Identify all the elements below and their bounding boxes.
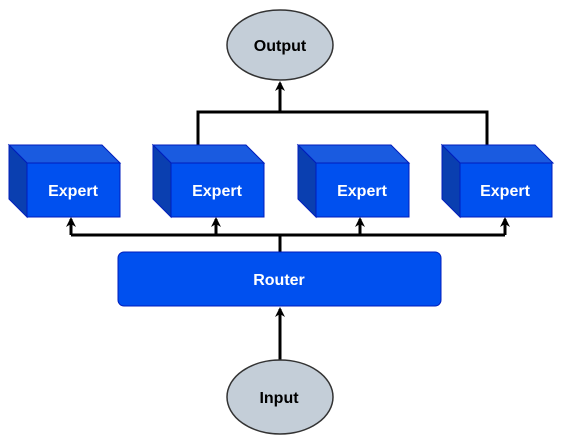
expert-3-top-face [296, 144, 411, 164]
expert-4-label: Expert [480, 183, 530, 200]
expert-box-1: Expert [7, 143, 122, 219]
input-node: Input [226, 359, 334, 435]
router-label: Router [253, 272, 305, 289]
expert-4-front-face [459, 162, 553, 218]
expert-box-2: Expert [151, 143, 266, 219]
input-label: Input [259, 390, 299, 407]
expert-1-top-face [7, 144, 122, 164]
connectors [66, 81, 510, 360]
output-label: Output [254, 38, 307, 55]
input-ellipse [226, 359, 334, 435]
expert-2-front-face [170, 162, 265, 218]
expert-2-top-face [151, 144, 266, 164]
output-ellipse [226, 9, 334, 81]
expert-3-label: Expert [337, 183, 387, 200]
router-box [117, 251, 442, 307]
expert-box-4: Expert [440, 143, 555, 219]
output-node: Output [226, 9, 334, 81]
expert-1-label: Expert [48, 183, 98, 200]
router-node: Router [117, 251, 442, 307]
expert-3-front-face [315, 162, 410, 218]
output-combiner-line [196, 110, 489, 145]
expert-1-front-face [26, 162, 121, 218]
expert-box-3: Expert [296, 143, 411, 219]
expert-2-label: Expert [192, 183, 242, 200]
expert-4-top-face [440, 144, 555, 164]
